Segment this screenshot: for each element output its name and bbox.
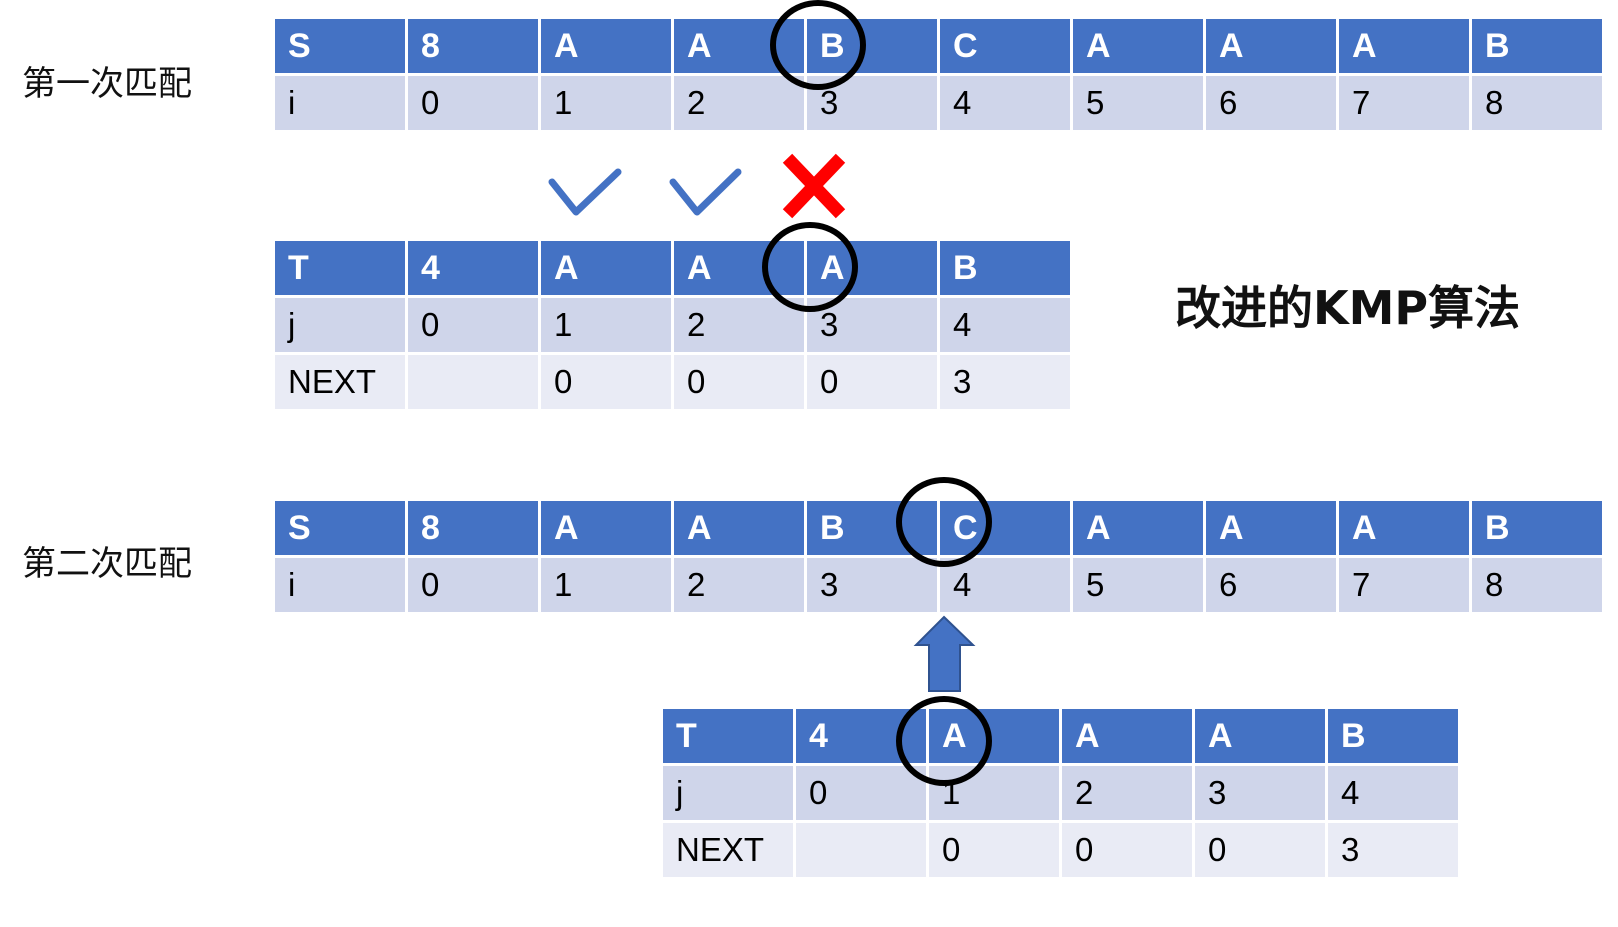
t-index-cell: 3 [1192, 763, 1328, 823]
check-icon [548, 168, 622, 216]
s-header-cell: A [1336, 16, 1472, 76]
s-header-cell: B [1469, 498, 1605, 558]
t-index-cell: 4 [937, 295, 1073, 355]
s-index-cell: 5 [1070, 555, 1206, 615]
s-index-cell: 8 [1469, 555, 1605, 615]
s-index-cell: 0 [405, 555, 541, 615]
t-next-cell: 0 [671, 352, 807, 412]
s-header-cell: 8 [405, 498, 541, 558]
t-next-cell: 0 [1059, 820, 1195, 880]
s-header-cell: S [272, 16, 408, 76]
t-header-cell: 4 [405, 238, 541, 298]
s-header-cell: A [1203, 498, 1339, 558]
t-next-cell: 0 [1192, 820, 1328, 880]
t-header-cell: A [1192, 706, 1328, 766]
s-index-cell: 7 [1336, 73, 1472, 133]
t-index-cell: 0 [793, 763, 929, 823]
check-icon [669, 168, 742, 216]
s-header-cell: S [272, 498, 408, 558]
diagram-title: 改进的KMP算法 [1175, 281, 1521, 335]
second-t-next-row: NEXT 0 0 0 3 [660, 820, 1461, 880]
s-header-cell: C [937, 16, 1073, 76]
s-header-cell: B [1469, 16, 1605, 76]
s-header-cell: A [1070, 16, 1206, 76]
t-next-cell: 0 [804, 352, 940, 412]
s-index-cell: i [272, 555, 408, 615]
s-index-cell: 4 [937, 555, 1073, 615]
second-s-index-row: i 0 1 2 3 4 5 6 7 8 [272, 555, 1605, 615]
s-index-cell: 3 [804, 73, 940, 133]
s-header-cell: A [671, 16, 807, 76]
up-arrow-icon [913, 615, 976, 692]
t-index-cell: 1 [926, 763, 1062, 823]
t-header-cell: A [1059, 706, 1195, 766]
t-index-cell: 2 [1059, 763, 1195, 823]
t-index-cell: j [660, 763, 796, 823]
second-s-table: S 8 A A B C A A A B i 0 1 2 3 4 5 6 7 8 [272, 498, 1605, 615]
s-index-cell: i [272, 73, 408, 133]
t-next-cell: 0 [926, 820, 1062, 880]
t-header-cell: A [671, 238, 807, 298]
first-t-header-row: T 4 A A A B [272, 238, 1073, 298]
second-t-header-row: T 4 A A A B [660, 706, 1461, 766]
first-s-index-row: i 0 1 2 3 4 5 6 7 8 [272, 73, 1605, 133]
s-index-cell: 6 [1203, 555, 1339, 615]
second-s-header-row: S 8 A A B C A A A B [272, 498, 1605, 558]
second-t-index-row: j 0 1 2 3 4 [660, 763, 1461, 823]
t-index-cell: j [272, 295, 408, 355]
t-next-cell: 3 [937, 352, 1073, 412]
s-index-cell: 5 [1070, 73, 1206, 133]
second-t-table: T 4 A A A B j 0 1 2 3 4 NEXT 0 0 0 3 [660, 706, 1461, 880]
second-match-label: 第二次匹配 [22, 544, 192, 584]
s-index-cell: 2 [671, 73, 807, 133]
t-header-cell: 4 [793, 706, 929, 766]
first-t-table: T 4 A A A B j 0 1 2 3 4 NEXT 0 0 0 3 [272, 238, 1073, 412]
s-index-cell: 4 [937, 73, 1073, 133]
t-index-cell: 4 [1325, 763, 1461, 823]
first-t-index-row: j 0 1 2 3 4 [272, 295, 1073, 355]
t-header-cell: B [937, 238, 1073, 298]
first-s-table: S 8 A A B C A A A B i 0 1 2 3 4 5 6 7 8 [272, 16, 1605, 133]
s-index-cell: 7 [1336, 555, 1472, 615]
s-index-cell: 1 [538, 555, 674, 615]
first-match-label: 第一次匹配 [22, 64, 192, 104]
t-header-cell: A [538, 238, 674, 298]
s-header-cell: B [804, 16, 940, 76]
first-s-header-row: S 8 A A B C A A A B [272, 16, 1605, 76]
t-index-cell: 2 [671, 295, 807, 355]
t-header-cell: B [1325, 706, 1461, 766]
s-header-cell: C [937, 498, 1073, 558]
s-index-cell: 6 [1203, 73, 1339, 133]
t-next-cell: NEXT [660, 820, 796, 880]
s-header-cell: A [671, 498, 807, 558]
s-header-cell: 8 [405, 16, 541, 76]
s-header-cell: A [1336, 498, 1472, 558]
s-index-cell: 2 [671, 555, 807, 615]
s-index-cell: 1 [538, 73, 674, 133]
s-header-cell: B [804, 498, 940, 558]
t-header-cell: A [804, 238, 940, 298]
t-next-cell [793, 820, 929, 880]
t-next-cell [405, 352, 541, 412]
first-t-next-row: NEXT 0 0 0 3 [272, 352, 1073, 412]
t-index-cell: 1 [538, 295, 674, 355]
t-next-cell: 0 [538, 352, 674, 412]
s-header-cell: A [538, 498, 674, 558]
t-index-cell: 0 [405, 295, 541, 355]
t-index-cell: 3 [804, 295, 940, 355]
t-next-cell: NEXT [272, 352, 408, 412]
cross-icon [782, 153, 846, 219]
s-index-cell: 0 [405, 73, 541, 133]
s-header-cell: A [1070, 498, 1206, 558]
t-header-cell: A [926, 706, 1062, 766]
s-header-cell: A [1203, 16, 1339, 76]
t-header-cell: T [272, 238, 408, 298]
t-next-cell: 3 [1325, 820, 1461, 880]
s-header-cell: A [538, 16, 674, 76]
s-index-cell: 3 [804, 555, 940, 615]
s-index-cell: 8 [1469, 73, 1605, 133]
t-header-cell: T [660, 706, 796, 766]
